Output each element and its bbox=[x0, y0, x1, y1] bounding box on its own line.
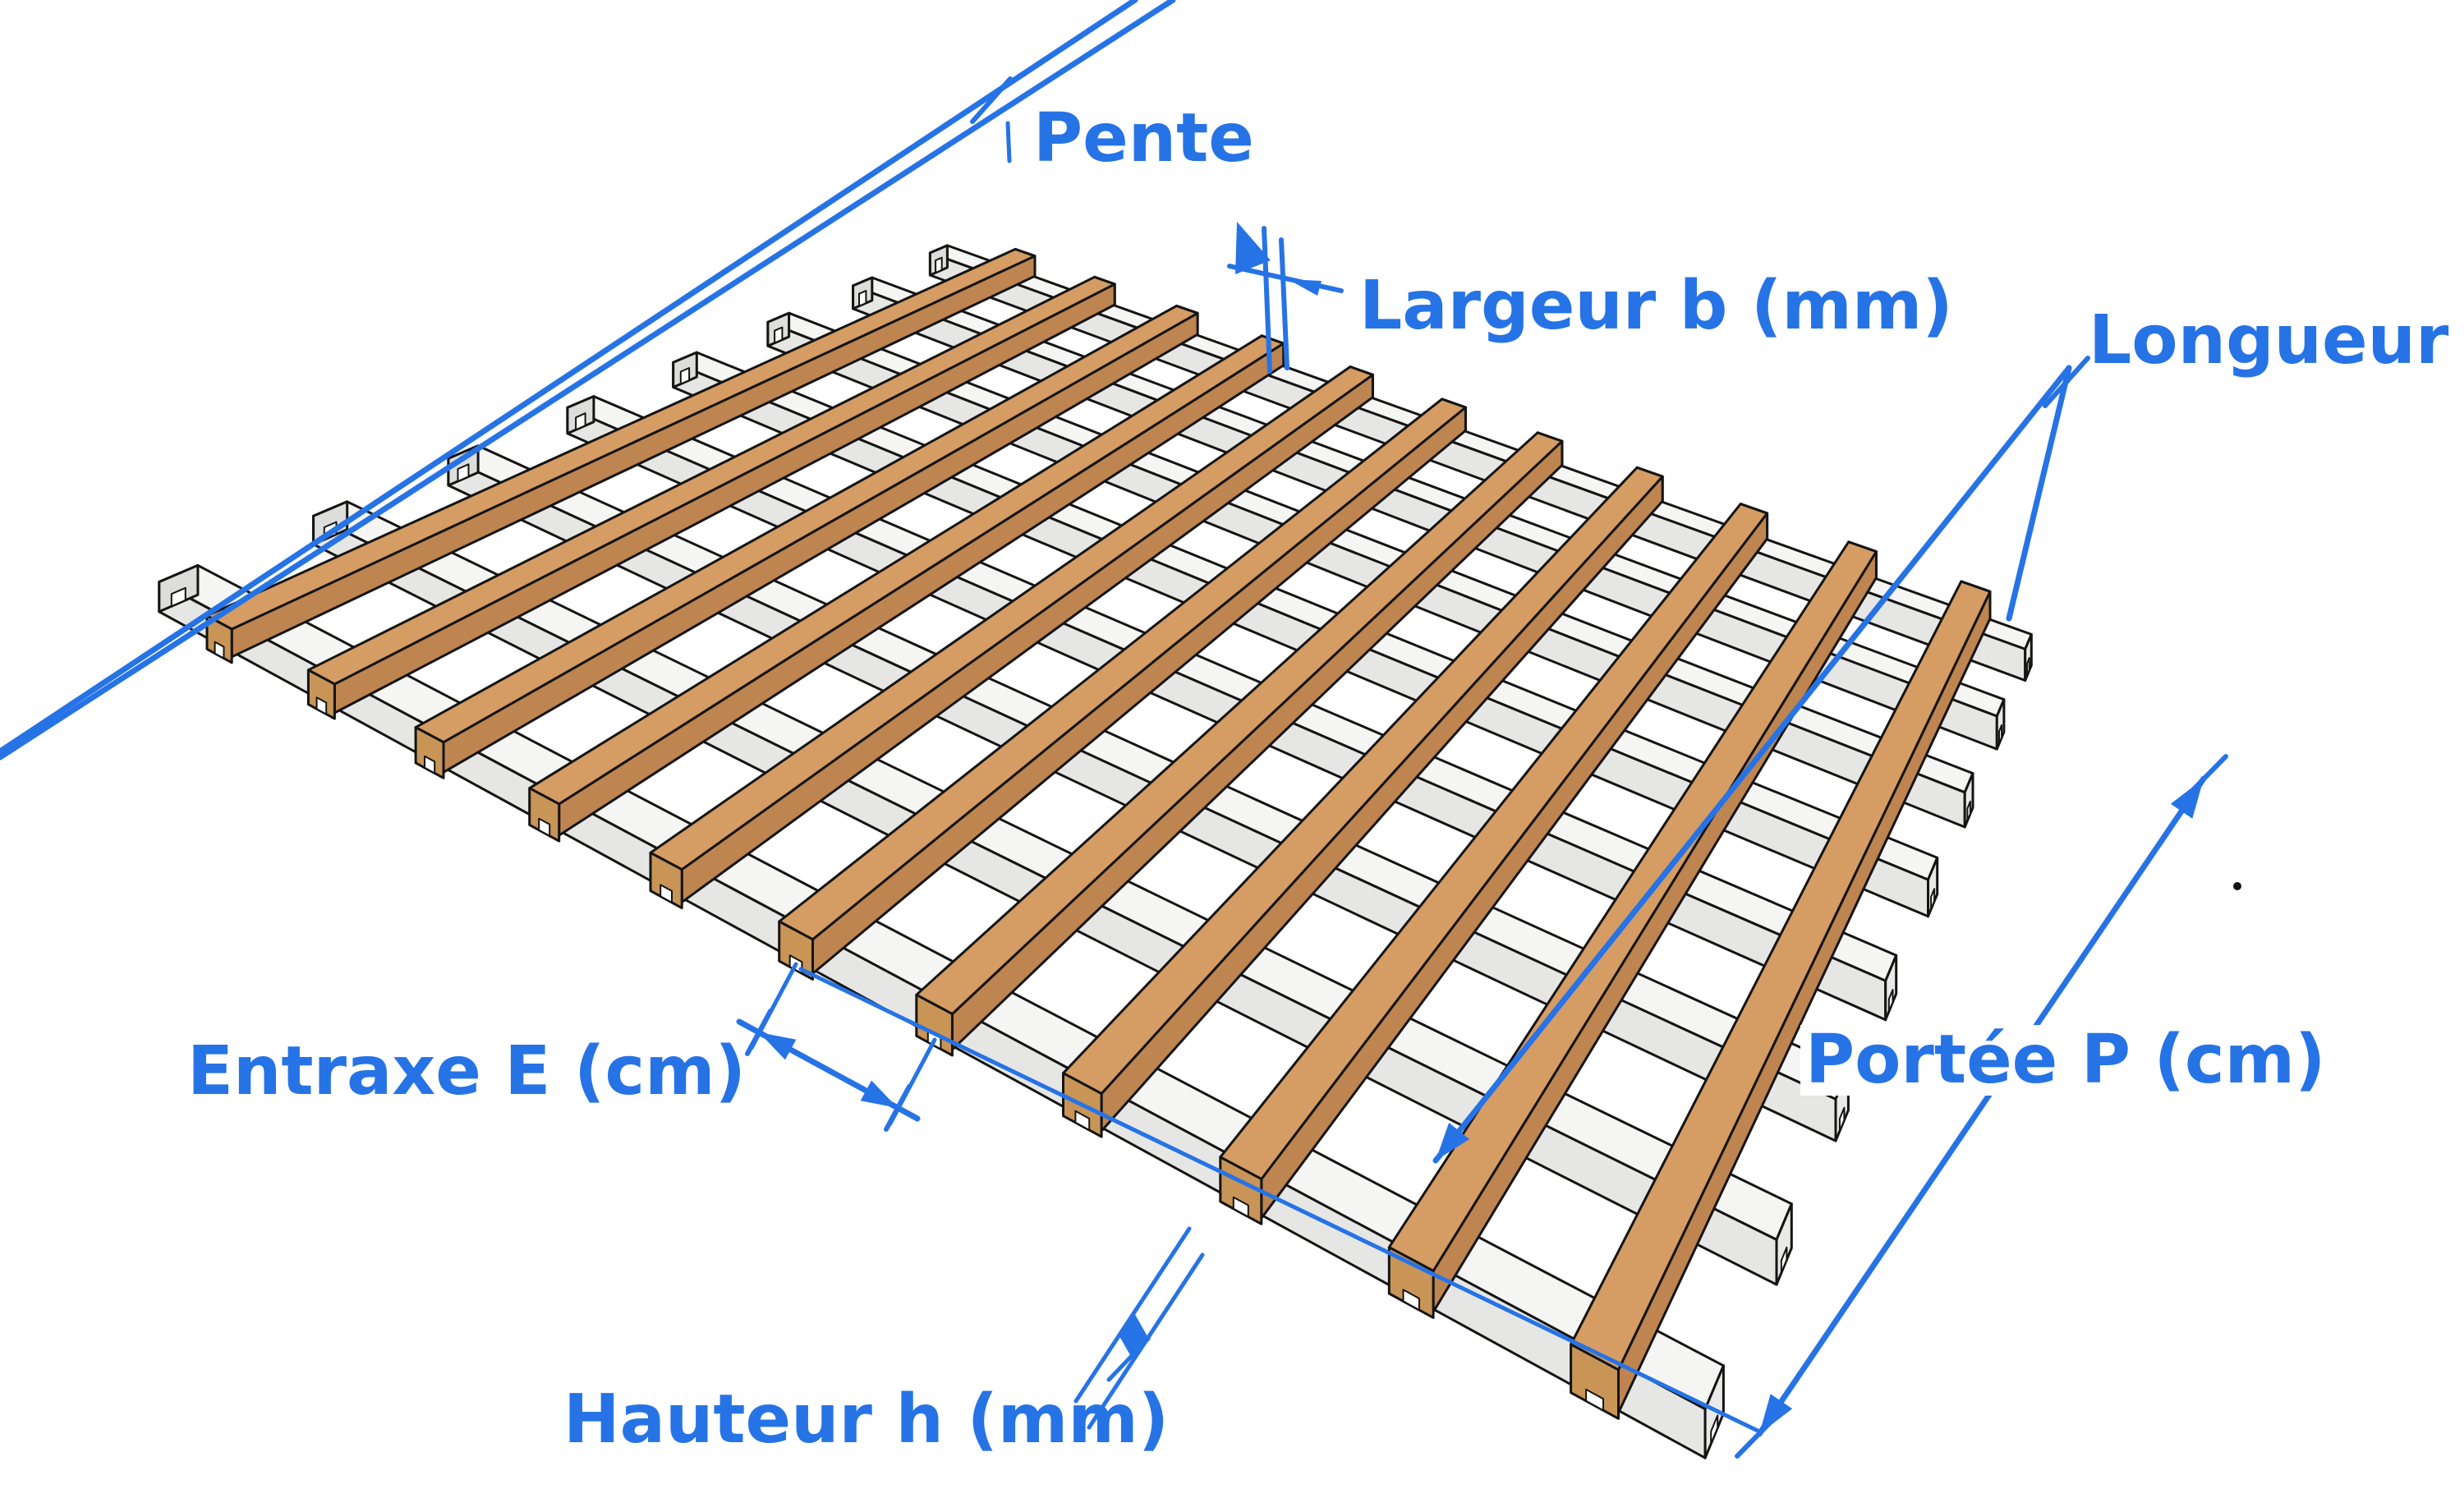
largeur-ext-line-2 bbox=[1279, 237, 1289, 370]
notch-cut bbox=[1074, 1110, 1091, 1131]
longueur-leader-long bbox=[1432, 365, 2072, 1164]
pente-tick-tail bbox=[1005, 121, 1012, 163]
notch-cut bbox=[538, 817, 551, 837]
portee-dimension-line bbox=[1756, 775, 2207, 1437]
chevron-lower-end-face bbox=[915, 993, 954, 1057]
entraxe-arrow-2 bbox=[860, 1080, 898, 1108]
notch-cut bbox=[1998, 724, 2003, 745]
notch-cut bbox=[170, 586, 186, 608]
entraxe-arrow-1 bbox=[759, 1032, 797, 1060]
largeur-arrow-1 bbox=[1235, 222, 1271, 274]
purlin-tab-end-face bbox=[158, 563, 200, 614]
entraxe-tick-1 bbox=[745, 1009, 773, 1056]
label-hauteur-h-mm: Hauteur h (mm) bbox=[563, 1381, 1170, 1459]
notch-cut bbox=[315, 696, 328, 715]
notch-cut bbox=[1966, 800, 1971, 822]
portee-tick-top bbox=[2179, 754, 2228, 804]
chevron-lower-end-face bbox=[414, 726, 445, 779]
chevron-lower-end-face bbox=[649, 851, 683, 910]
chevron-lower-end-face bbox=[528, 787, 561, 843]
label-portee-p-cm: Portée P (cm) bbox=[1800, 1024, 2331, 1096]
label-entraxe-e-cm: Entraxe E (cm) bbox=[187, 1032, 746, 1110]
longueur-tick bbox=[2043, 356, 2090, 408]
notch-cut bbox=[858, 290, 867, 307]
label-largeur-b-mm: Largeur b (mm) bbox=[1359, 267, 1953, 345]
notch-cut bbox=[1585, 1388, 1604, 1412]
largeur-ext-line-1 bbox=[1262, 226, 1272, 374]
stray-dot bbox=[2233, 882, 2241, 890]
purlin-stub-end-face bbox=[1775, 1202, 1793, 1286]
notch-cut bbox=[214, 641, 225, 659]
longueur-arrowhead bbox=[1436, 1123, 1470, 1160]
notch-cut bbox=[2026, 657, 2030, 677]
notch-cut bbox=[1402, 1289, 1420, 1311]
pente-tick bbox=[970, 76, 1013, 124]
chevron-lower-end-face bbox=[1570, 1343, 1620, 1420]
chevron-lower-end-face bbox=[306, 669, 336, 720]
notch-cut bbox=[1232, 1196, 1249, 1218]
purlin-tab-end-face bbox=[312, 500, 349, 546]
notch-cut bbox=[1838, 1106, 1846, 1133]
label-longueur: Longueur bbox=[2089, 301, 2449, 379]
notch-cut bbox=[774, 326, 784, 344]
chevron-lower-end-face bbox=[1219, 1156, 1263, 1225]
longueur-leader-short bbox=[2006, 365, 2072, 622]
chevron-lower-end-face bbox=[205, 614, 233, 664]
chevron-lower-end-face bbox=[778, 920, 814, 981]
portee-extension-line bbox=[798, 967, 1760, 1433]
largeur-leader bbox=[1227, 264, 1344, 293]
portee-tick-bottom bbox=[1735, 1409, 1784, 1459]
notch-cut bbox=[575, 412, 586, 431]
notch-cut bbox=[424, 755, 436, 774]
notch-cut bbox=[935, 256, 943, 273]
notch-cut bbox=[679, 367, 691, 385]
notch-cut bbox=[1930, 888, 1936, 910]
pente-slope-line-2 bbox=[0, 0, 1176, 761]
notch-cut bbox=[1887, 989, 1894, 1013]
hauteur-tick bbox=[1106, 1336, 1151, 1382]
notch-cut bbox=[660, 884, 673, 903]
chevron-lower-end-face bbox=[1387, 1246, 1435, 1319]
pente-slope-line-1 bbox=[0, 0, 1138, 755]
notch-cut bbox=[1710, 1414, 1719, 1445]
entraxe-tick-2 bbox=[884, 1084, 912, 1132]
notch-cut bbox=[1780, 1246, 1788, 1274]
label-pente: Pente bbox=[1033, 99, 1254, 177]
notch-cut bbox=[457, 463, 470, 482]
